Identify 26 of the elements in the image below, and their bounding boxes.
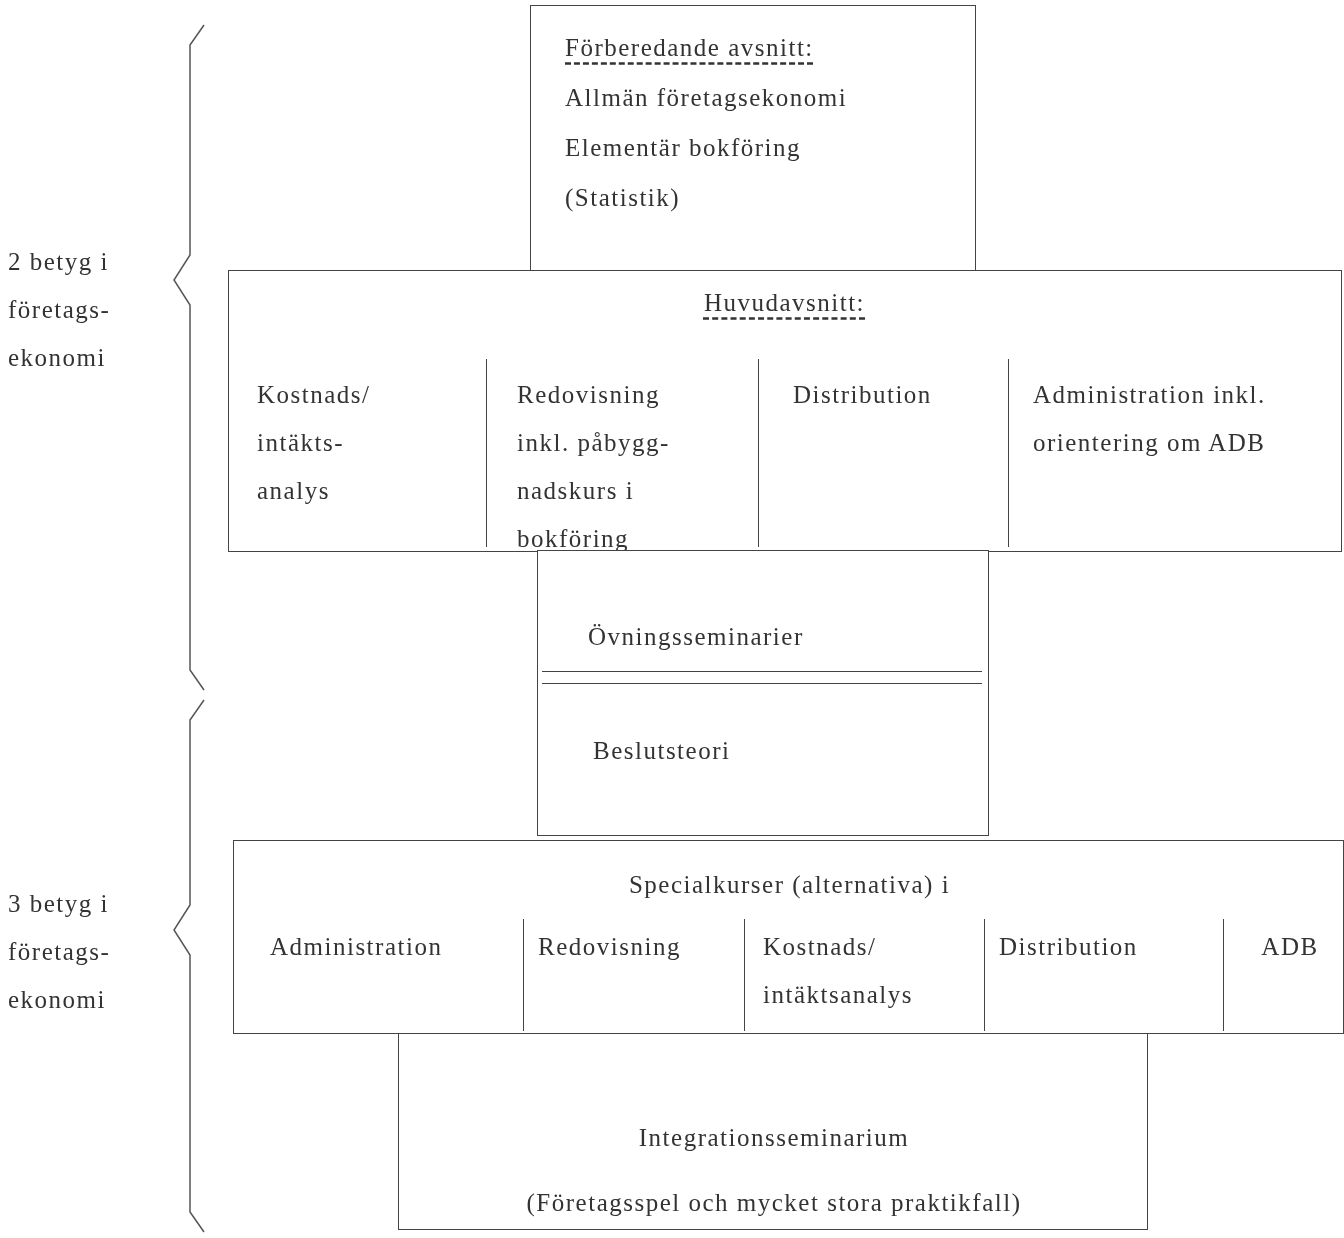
section-heading: Huvudavsnitt: — [702, 288, 867, 318]
course-box — [233, 840, 1344, 1034]
course-box — [228, 270, 1342, 552]
course-text: Kostnads/ intäkts- analys — [257, 380, 372, 506]
grade-label: 2 betyg i företags- ekonomi — [8, 247, 112, 373]
section-heading: Förberedande avsnitt: — [565, 33, 815, 63]
course-text: Integrationsseminarium — [637, 1123, 911, 1153]
course-text: ADB — [1260, 932, 1320, 962]
course-text: Beslutsteori — [593, 736, 732, 766]
course-text: (Företagsspel och mycket stora praktikfall) — [525, 1188, 1023, 1219]
course-box — [398, 1033, 1148, 1230]
course-text: Distribution — [999, 932, 1139, 962]
grade-label: 3 betyg i företags- ekonomi — [8, 889, 112, 1015]
course-text: (Statistik) — [565, 183, 682, 214]
course-text: Distribution — [793, 380, 933, 410]
course-text: Specialkurser (alternativa) i — [627, 870, 952, 901]
course-text: Administration — [270, 932, 444, 962]
course-text: Administration inkl. orientering om ADB — [1033, 380, 1267, 458]
course-text: Allmän företagsekonomi — [565, 83, 849, 113]
course-box — [537, 550, 989, 836]
course-text: Redovisning inkl. påbygg- nadskurs i bokföring — [517, 380, 671, 554]
course-box — [530, 5, 976, 273]
course-text: Elementär bokföring — [565, 133, 803, 163]
course-text: Övningsseminarier — [588, 622, 805, 652]
course-text: Redovisning — [538, 932, 682, 962]
course-text: Kostnads/ intäktsanalys — [763, 932, 915, 1010]
